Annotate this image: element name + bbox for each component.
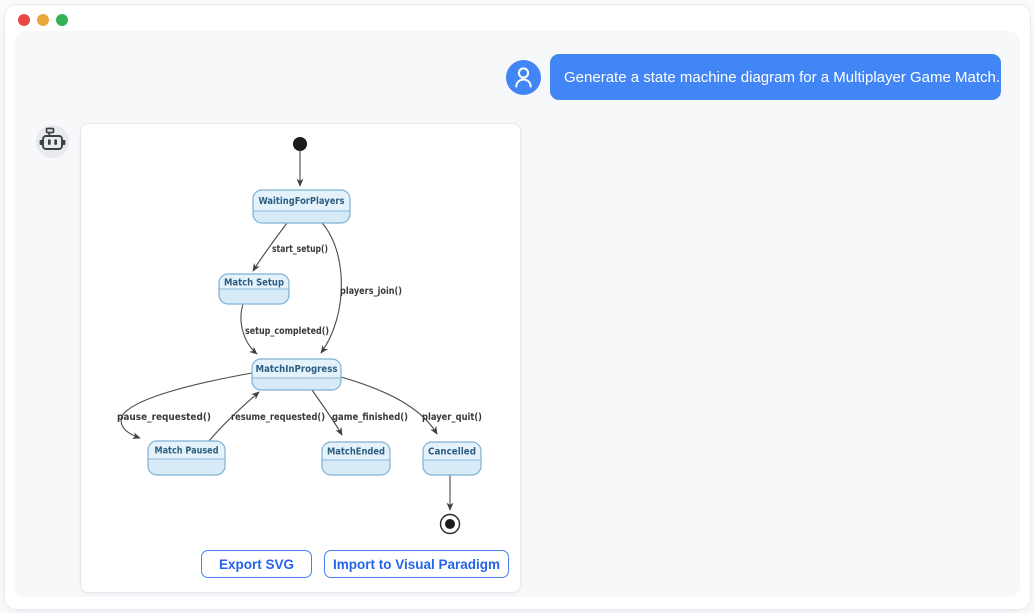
transition-pause-requested: pause_requested() xyxy=(117,372,253,439)
chat-area: Generate a state machine diagram for a M… xyxy=(15,31,1020,597)
state-label: MatchEnded xyxy=(327,447,385,458)
state-label: WaitingForPlayers xyxy=(259,196,345,207)
transition-player-quit: player_quit() xyxy=(340,376,482,435)
transition-setup-completed: setup_completed() xyxy=(240,303,329,355)
state-match-setup: Match Setup xyxy=(218,273,290,305)
user-message-bubble: Generate a state machine diagram for a M… xyxy=(550,54,1001,100)
app-window: Generate a state machine diagram for a M… xyxy=(4,4,1031,610)
user-avatar xyxy=(506,60,541,95)
transition-label: player_quit() xyxy=(422,412,482,423)
state-label: Match Paused xyxy=(155,446,219,457)
initial-state xyxy=(293,137,307,151)
maximize-button[interactable] xyxy=(56,14,68,26)
robot-icon xyxy=(39,127,66,150)
transition-resume-requested: resume_requested() xyxy=(208,391,325,442)
state-label: MatchInProgress xyxy=(256,364,338,375)
state-label: Cancelled xyxy=(428,447,476,458)
transition-label: start_setup() xyxy=(272,244,328,255)
transition-label: players_join() xyxy=(340,286,402,297)
bot-avatar xyxy=(36,125,69,158)
state-matchended: MatchEnded xyxy=(321,441,391,476)
state-machine-diagram: start_setup() players_join() setup_compl… xyxy=(117,137,482,535)
import-visual-paradigm-button[interactable]: Import to Visual Paradigm xyxy=(324,550,509,578)
transition-label: resume_requested() xyxy=(231,412,325,423)
person-icon xyxy=(515,67,532,88)
minimize-button[interactable] xyxy=(37,14,49,26)
state-match-paused: Match Paused xyxy=(147,440,226,476)
state-label: Match Setup xyxy=(224,278,284,289)
transition-label: game_finished() xyxy=(332,412,408,423)
close-button[interactable] xyxy=(18,14,30,26)
state-cancelled: Cancelled xyxy=(422,441,482,476)
state-waitingforplayers: WaitingForPlayers xyxy=(252,189,351,224)
state-matchinprogress: MatchInProgress xyxy=(251,358,342,391)
final-state xyxy=(439,513,461,535)
diagram-panel: start_setup() players_join() setup_compl… xyxy=(80,123,521,593)
transition-label: pause_requested() xyxy=(117,412,211,423)
transition-start-setup: start_setup() xyxy=(252,222,328,272)
transition-game-finished: game_finished() xyxy=(311,389,408,436)
transition-label: setup_completed() xyxy=(245,326,329,337)
transition-players-join: players_join() xyxy=(320,222,402,354)
export-svg-button[interactable]: Export SVG xyxy=(201,550,312,578)
window-titlebar xyxy=(5,5,1030,35)
